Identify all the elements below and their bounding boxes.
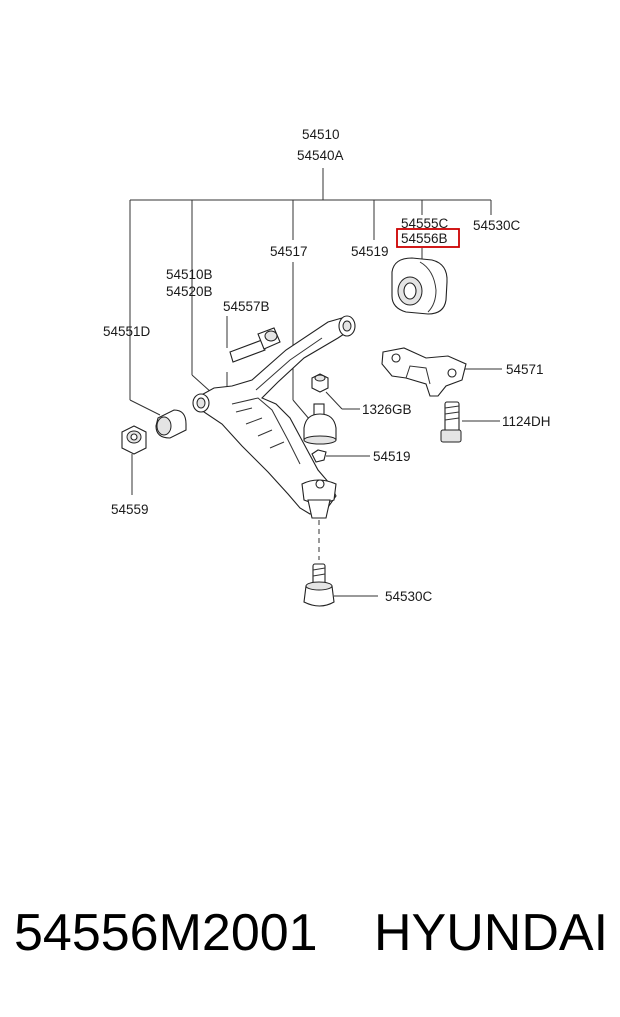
leader-lines: [129, 168, 502, 597]
bushing-54559-drawing: [121, 425, 147, 455]
label-54571: 54571: [506, 362, 544, 377]
label-54540a: 54540A: [297, 148, 344, 163]
label-54519-low: 54519: [373, 449, 411, 464]
label-1326gb: 1326GB: [362, 402, 412, 417]
bolt-54557b-drawing: [229, 327, 281, 363]
highlight-box: [396, 228, 460, 248]
label-54551d: 54551D: [103, 324, 151, 339]
bushing-54551d-drawing: [155, 409, 187, 439]
ball-joint-54519-drawing: [303, 403, 337, 463]
brand-name: HYUNDAI: [374, 904, 609, 962]
label-54557b: 54557B: [223, 299, 270, 314]
label-54530c-top: 54530C: [473, 218, 521, 233]
part-number: 54556M2001: [14, 904, 318, 962]
bolt-1124dh-drawing: [440, 401, 462, 443]
nut-1326gb-drawing: [311, 373, 329, 393]
label-54530c-low: 54530C: [385, 589, 433, 604]
label-54559: 54559: [111, 502, 149, 517]
control-arm-drawing: [192, 315, 356, 519]
bushing-54556b-drawing: [391, 257, 448, 315]
label-54510: 54510: [302, 127, 340, 142]
label-54556b: 54556B: [401, 231, 448, 246]
label-54520b: 54520B: [166, 284, 213, 299]
caption: 54556M2001 HYUNDAI: [14, 903, 614, 973]
label-54517: 54517: [270, 244, 308, 259]
label-54519-top: 54519: [351, 244, 389, 259]
label-1124dh: 1124DH: [502, 414, 551, 429]
bracket-54571-drawing: [381, 347, 467, 397]
label-54555c: 54555C: [401, 216, 449, 231]
ball-joint-54530c-drawing: [303, 563, 335, 607]
label-54510b: 54510B: [166, 267, 213, 282]
